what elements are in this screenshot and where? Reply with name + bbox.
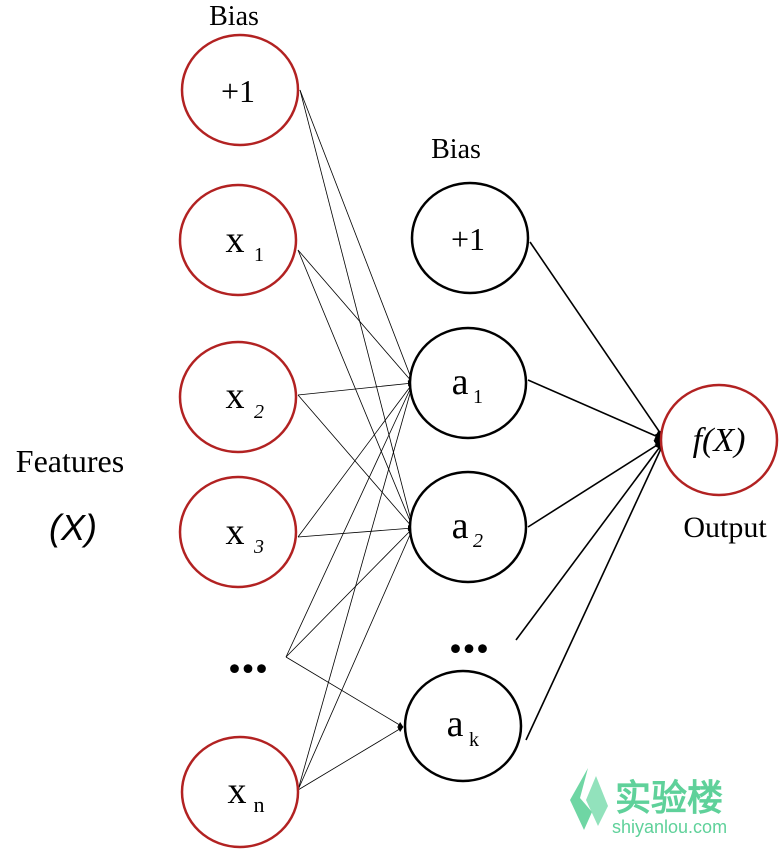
svg-text:k: k	[469, 729, 479, 751]
input-node-x2: x 2	[178, 340, 298, 454]
svg-text:a: a	[452, 361, 469, 403]
output-function-label: f(X)	[693, 422, 746, 459]
svg-text:+1: +1	[221, 73, 255, 109]
input-node-bias: +1	[180, 33, 300, 147]
edge-4	[297, 380, 414, 396]
edge-6	[297, 382, 414, 538]
edge-16	[527, 439, 666, 528]
hidden-bias-label: Bias	[431, 134, 481, 165]
svg-text:a: a	[452, 505, 469, 547]
edge-12	[285, 656, 404, 728]
connection-edges	[285, 89, 667, 791]
input-layer: Bias +1 x 1 x 2 x 3 ... x n	[178, 1, 300, 849]
output-node: f(X)	[659, 383, 779, 497]
svg-text:a: a	[447, 703, 464, 745]
svg-text:2: 2	[254, 401, 264, 423]
edge-2	[297, 249, 414, 384]
svg-text:x: x	[226, 219, 245, 261]
hidden-node-a1: a 1	[408, 326, 528, 440]
input-ellipsis: ...	[228, 624, 269, 684]
input-node-xn: x n	[180, 735, 300, 849]
features-symbol: (X)	[49, 507, 97, 548]
hidden-ellipsis: ...	[449, 604, 490, 664]
edge-1	[299, 89, 415, 529]
input-bias-label: Bias	[209, 1, 259, 32]
input-node-x1: x 1	[178, 183, 298, 297]
edge-0	[299, 89, 414, 384]
hidden-node-a2: a 2	[408, 470, 528, 584]
watermark-brand: 实验楼	[615, 777, 723, 818]
edge-5	[297, 394, 414, 529]
watermark-logo-icon	[570, 768, 608, 830]
svg-text:x: x	[226, 375, 245, 417]
features-label: Features	[16, 443, 124, 479]
edge-13	[297, 726, 404, 791]
svg-text:x: x	[228, 770, 247, 812]
edge-17	[515, 439, 666, 641]
edge-18	[525, 438, 666, 741]
edge-9	[285, 527, 414, 658]
svg-text:1: 1	[254, 244, 264, 266]
watermark-url: shiyanlou.com	[612, 817, 727, 837]
edge-8	[285, 382, 414, 658]
hidden-node-ak: a k	[403, 669, 523, 783]
svg-text:+1: +1	[451, 221, 485, 257]
hidden-node-bias: +1	[410, 181, 530, 295]
svg-text:1: 1	[473, 386, 483, 408]
watermark: 实验楼 shiyanlou.com	[570, 768, 727, 837]
edge-7	[297, 525, 414, 538]
edge-10	[297, 382, 415, 791]
edge-11	[297, 527, 414, 791]
edge-15	[527, 379, 667, 442]
input-node-x3: x 3	[178, 475, 298, 589]
svg-text:x: x	[226, 511, 245, 553]
edge-14	[529, 241, 666, 441]
hidden-layer: Bias +1 a 1 a 2 ... a k	[403, 134, 530, 783]
svg-text:n: n	[254, 792, 265, 817]
svg-text:3: 3	[253, 536, 264, 558]
svg-text:2: 2	[473, 530, 483, 552]
output-label: Output	[683, 511, 767, 544]
